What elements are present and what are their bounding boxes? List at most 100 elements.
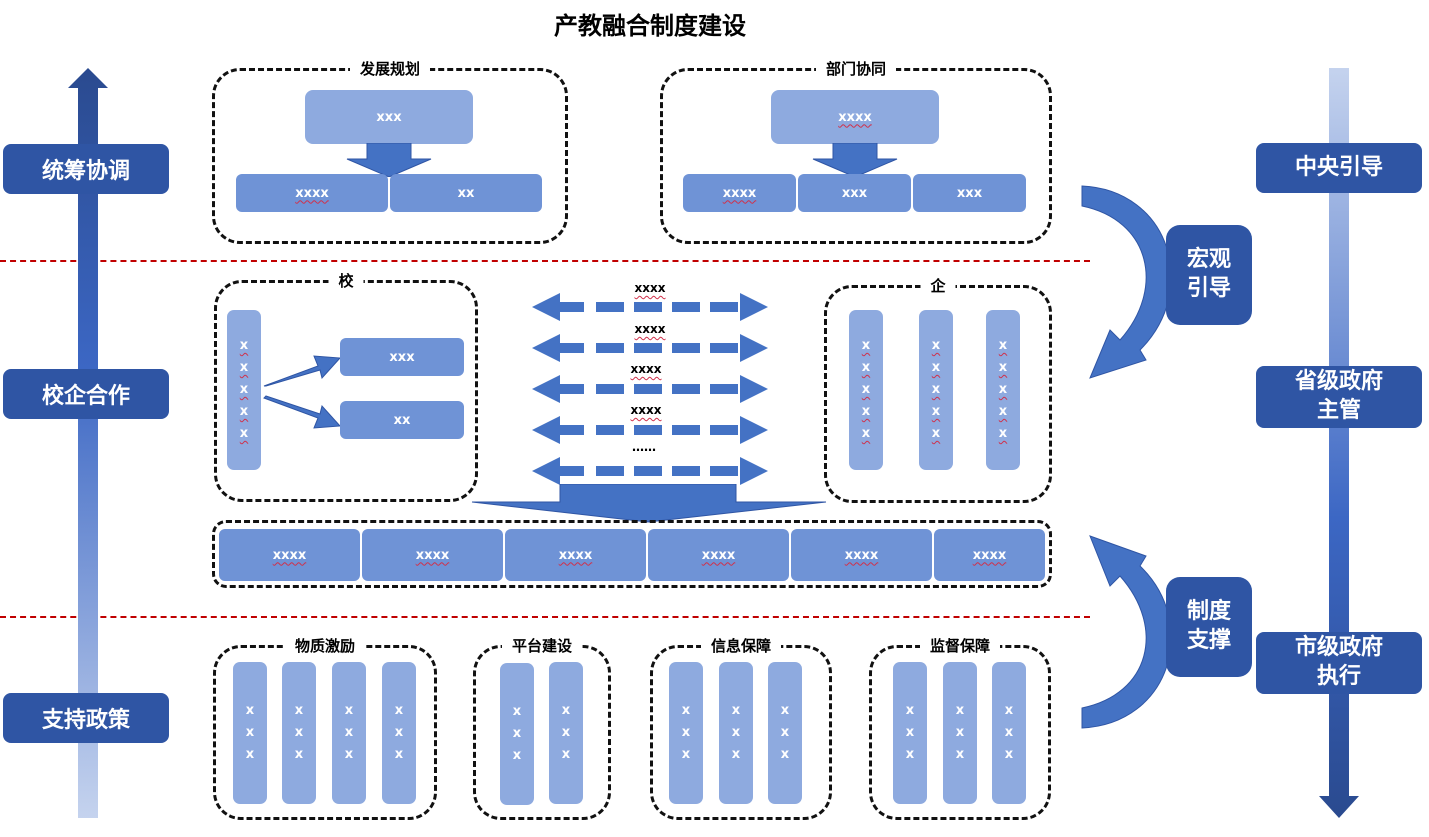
exchange-label: …… (632, 440, 656, 454)
outcomes-group (212, 520, 1052, 588)
policy-group-information: 信息保障 (650, 636, 832, 820)
exchange-label: xxxx (630, 362, 662, 376)
school-column: x x x x x (227, 310, 261, 470)
column-item: x (955, 725, 965, 740)
column-item: x (294, 703, 304, 718)
box-text: xxxx (972, 547, 1007, 563)
column-item: x (512, 726, 522, 741)
label-text: 支持政策 (41, 708, 130, 733)
label-text: 中央引导 (1294, 154, 1383, 180)
coordination-bottom-box: xxx (798, 174, 911, 212)
group-title: 信息保障 (700, 636, 782, 656)
column-item: x (905, 725, 915, 740)
box-text: xxxx (838, 109, 872, 125)
planning-bottom-box: xxxx (236, 174, 388, 212)
box-text: xxxx (272, 547, 307, 563)
column-item: x (294, 725, 304, 740)
group-title: 部门协同 (815, 59, 897, 79)
column-item: x (998, 382, 1008, 397)
double-arrow-icon (532, 293, 768, 321)
column-item: x (344, 725, 354, 740)
exchange-label: xxxx (630, 403, 662, 417)
double-arrow-icon (532, 375, 768, 403)
column-item: x (294, 747, 304, 762)
box-text: xxxx (844, 547, 879, 563)
development-planning-group: 发展规划 (212, 59, 568, 244)
column-item: x (344, 703, 354, 718)
exchange-label: xxxx (634, 281, 666, 295)
box-text: xxx (956, 185, 983, 201)
column-item: x (861, 382, 871, 397)
label-text: 省级政府 主管 (1294, 369, 1383, 423)
double-arrow-icon (532, 416, 768, 444)
merge-down-arrow-icon (471, 484, 827, 523)
left-label-coordination: 统筹协调 (3, 144, 169, 194)
column-item: x (1004, 747, 1014, 762)
column-item: x (998, 338, 1008, 353)
school-group: 校 (214, 271, 478, 502)
right-label-provincial: 省级政府 主管 (1256, 366, 1422, 428)
column-item: x (955, 747, 965, 762)
box-text: xx (393, 412, 411, 428)
column-item: x (905, 703, 915, 718)
column-item: x (681, 747, 691, 762)
exchange-arrows (532, 293, 768, 485)
column-item: x (931, 338, 941, 353)
left-label-policy: 支持政策 (3, 693, 169, 743)
group-title: 监督保障 (919, 636, 1001, 656)
column-item: x (731, 725, 741, 740)
system-support-label: 制度 支撑 (1166, 577, 1252, 677)
column-item: x (239, 338, 249, 353)
policy-group-platform: 平台建设 (473, 636, 611, 820)
double-arrow-icon (532, 334, 768, 362)
policy-group-material-incentive: 物质激励 (213, 636, 437, 820)
column-item: x (731, 747, 741, 762)
separator-line-top (0, 260, 1090, 262)
box-text: xxxx (722, 185, 757, 201)
label-text: 宏观 引导 (1186, 247, 1231, 301)
enterprise-column: x x x x x (986, 310, 1020, 470)
right-label-central: 中央引导 (1256, 143, 1422, 193)
outcome-box: xxxx (648, 529, 789, 581)
school-target-box: xx (340, 401, 464, 439)
column-item: x (861, 426, 871, 441)
exchange-label: xxxx (634, 322, 666, 336)
column-item: x (1004, 703, 1014, 718)
column-item: x (955, 703, 965, 718)
column-item: x (245, 703, 255, 718)
column-item: x (861, 338, 871, 353)
column-item: x (239, 382, 249, 397)
enterprise-column: x x x x x (919, 310, 953, 470)
planning-bottom-box: xx (390, 174, 542, 212)
column-item: x (905, 747, 915, 762)
column-item: x (394, 747, 404, 762)
column-item: x (344, 747, 354, 762)
outcome-box: xxxx (362, 529, 503, 581)
column-item: x (780, 703, 790, 718)
label-text: 校企合作 (41, 384, 130, 409)
column-item: x (239, 360, 249, 375)
group-title: 物质激励 (284, 636, 366, 656)
label-text: 制度 支撑 (1186, 599, 1231, 653)
macro-guidance-label: 宏观 引导 (1166, 225, 1252, 325)
department-coordination-group: 部门协同 (660, 59, 1052, 244)
column-item: x (731, 703, 741, 718)
down-arrow-icon (812, 143, 898, 177)
column-item: x (245, 747, 255, 762)
group-title: 平台建设 (501, 636, 583, 656)
box-text: xxxx (295, 185, 329, 201)
column-item: x (681, 725, 691, 740)
left-up-arrow-icon (68, 68, 108, 818)
column-item: x (931, 404, 941, 419)
enterprise-group: 企 (824, 276, 1052, 503)
group-title: 企 (920, 276, 956, 296)
